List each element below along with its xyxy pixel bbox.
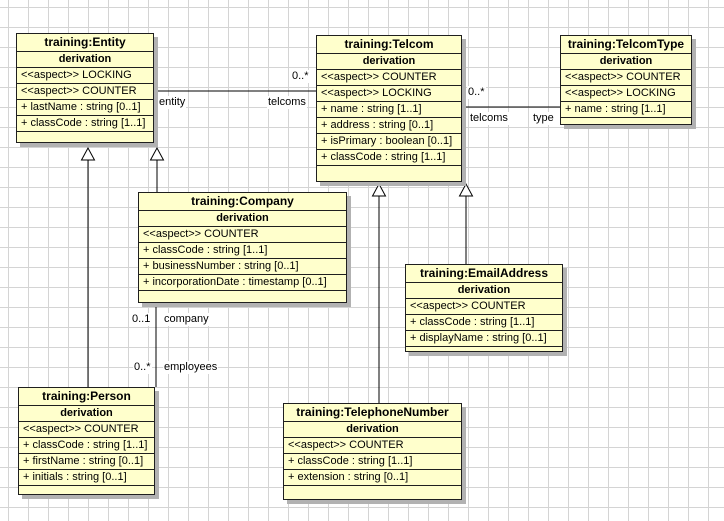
role-label-type: type — [532, 112, 555, 125]
class-attribute: + displayName : string [0..1] — [406, 331, 562, 347]
multiplicity-label-employees: 0..* — [133, 361, 152, 374]
class-training-entity[interactable]: training:Entity derivation <<aspect>> LO… — [16, 33, 154, 143]
class-title: training:Company — [139, 193, 346, 211]
role-label-company: company — [163, 313, 210, 326]
class-title: training:TelcomType — [561, 36, 691, 54]
class-stereotype: derivation — [561, 54, 691, 70]
class-attribute: + classCode : string [1..1] — [19, 438, 154, 454]
class-attribute: + incorporationDate : timestamp [0..1] — [139, 275, 346, 291]
class-stereotype: derivation — [284, 422, 461, 438]
class-training-telephonenumber[interactable]: training:TelephoneNumber derivation <<as… — [283, 403, 462, 500]
class-empty-compartment — [17, 132, 153, 142]
class-attribute: + isPrimary : boolean [0..1] — [317, 134, 461, 150]
class-empty-compartment — [561, 118, 691, 124]
class-training-telcomtype[interactable]: training:TelcomType derivation <<aspect>… — [560, 35, 692, 125]
class-aspect: <<aspect>> COUNTER — [139, 227, 346, 243]
class-empty-compartment — [139, 291, 346, 302]
class-empty-compartment — [317, 166, 461, 181]
class-attribute: + classCode : string [1..1] — [284, 454, 461, 470]
class-training-company[interactable]: training:Company derivation <<aspect>> C… — [138, 192, 347, 303]
class-training-telcom[interactable]: training:Telcom derivation <<aspect>> CO… — [316, 35, 462, 182]
class-training-person[interactable]: training:Person derivation <<aspect>> CO… — [18, 387, 155, 495]
multiplicity-label-telcoms: 0..* — [291, 70, 310, 83]
class-aspect: <<aspect>> COUNTER — [317, 70, 461, 86]
class-attribute: + classCode : string [1..1] — [139, 243, 346, 259]
class-title: training:Person — [19, 388, 154, 406]
class-aspect: <<aspect>> LOCKING — [561, 86, 691, 102]
class-stereotype: derivation — [139, 211, 346, 227]
class-title: training:Telcom — [317, 36, 461, 54]
class-empty-compartment — [406, 347, 562, 351]
multiplicity-label-company: 0..1 — [131, 313, 152, 326]
class-stereotype: derivation — [17, 52, 153, 68]
class-attribute: + classCode : string [1..1] — [17, 116, 153, 132]
multiplicity-label-telcoms-type: 0..* — [467, 86, 486, 99]
generalization-person-entity[interactable] — [80, 146, 96, 387]
generalization-arrowhead-icon — [371, 182, 387, 197]
class-aspect: <<aspect>> COUNTER — [19, 422, 154, 438]
role-label-entity: entity — [158, 96, 187, 109]
class-attribute: + firstName : string [0..1] — [19, 454, 154, 470]
class-title: training:Entity — [17, 34, 153, 52]
class-attribute: + classCode : string [1..1] — [317, 150, 461, 166]
generalization-emailaddress-telcom[interactable] — [458, 182, 474, 264]
generalization-company-entity[interactable] — [149, 146, 165, 192]
generalization-arrowhead-icon — [80, 146, 96, 161]
class-aspect: <<aspect>> LOCKING — [17, 68, 153, 84]
class-title: training:TelephoneNumber — [284, 404, 461, 422]
class-aspect: <<aspect>> LOCKING — [317, 86, 461, 102]
generalization-arrowhead-icon — [458, 182, 474, 197]
role-label-telcoms: telcoms — [267, 96, 307, 109]
class-attribute: + name : string [1..1] — [561, 102, 691, 118]
class-attribute: + lastName : string [0..1] — [17, 100, 153, 116]
class-attribute: + extension : string [0..1] — [284, 470, 461, 486]
generalization-arrowhead-icon — [149, 146, 165, 161]
generalization-telephonenumber-telcom[interactable] — [371, 182, 387, 403]
class-attribute: + classCode : string [1..1] — [406, 315, 562, 331]
class-aspect: <<aspect>> COUNTER — [561, 70, 691, 86]
class-attribute: + address : string [0..1] — [317, 118, 461, 134]
class-aspect: <<aspect>> COUNTER — [284, 438, 461, 454]
class-training-emailaddress[interactable]: training:EmailAddress derivation <<aspec… — [405, 264, 563, 352]
class-aspect: <<aspect>> COUNTER — [406, 299, 562, 315]
class-title: training:EmailAddress — [406, 265, 562, 283]
class-attribute: + name : string [1..1] — [317, 102, 461, 118]
class-stereotype: derivation — [19, 406, 154, 422]
role-label-telcoms-2: telcoms — [469, 112, 509, 125]
class-attribute: + businessNumber : string [0..1] — [139, 259, 346, 275]
class-empty-compartment — [19, 486, 154, 494]
role-label-employees: employees — [163, 361, 219, 374]
class-aspect: <<aspect>> COUNTER — [17, 84, 153, 100]
class-stereotype: derivation — [317, 54, 461, 70]
class-empty-compartment — [284, 486, 461, 499]
class-attribute: + initials : string [0..1] — [19, 470, 154, 486]
class-stereotype: derivation — [406, 283, 562, 299]
